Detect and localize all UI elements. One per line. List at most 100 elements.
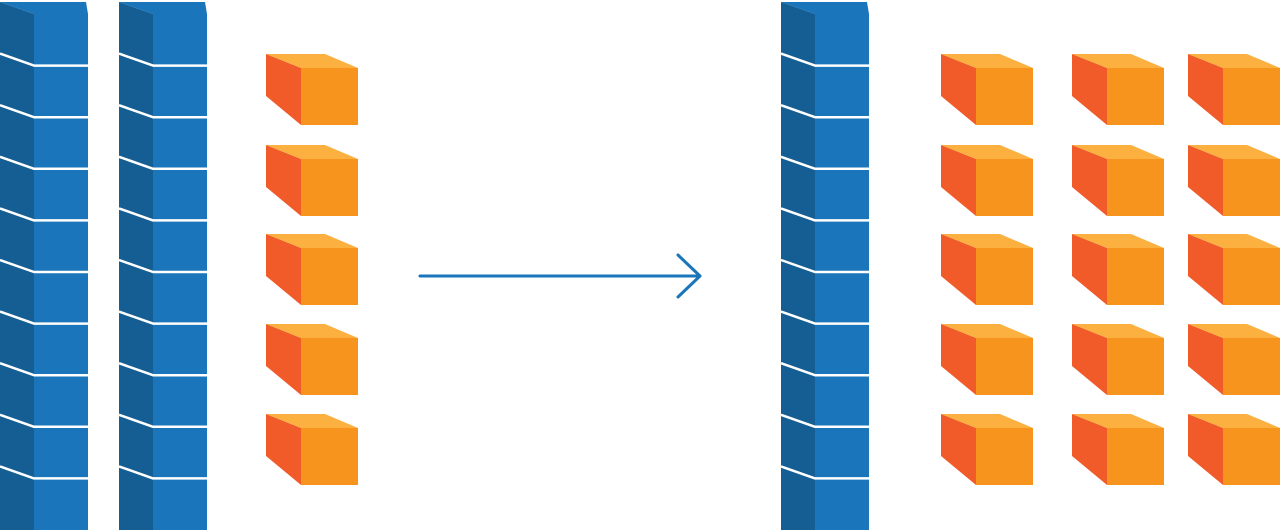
unit-cube-side-face bbox=[1188, 145, 1223, 216]
unit-cube bbox=[941, 234, 1033, 305]
ten-rod-unit-separator bbox=[780, 310, 869, 325]
unit-cube-front-face bbox=[976, 68, 1033, 125]
unit-cube bbox=[941, 145, 1033, 216]
ten-rod-unit-separator bbox=[780, 52, 869, 67]
ten-rod-unit-separator bbox=[780, 207, 869, 222]
unit-cube-top-face bbox=[266, 234, 358, 248]
unit-cube bbox=[941, 324, 1033, 395]
ten-rod-unit-separator bbox=[0, 310, 88, 325]
unit-cube bbox=[1188, 234, 1280, 305]
unit-cube-front-face bbox=[976, 338, 1033, 395]
ten-rod-top-face bbox=[781, 2, 869, 14]
unit-cube-front-face bbox=[1223, 159, 1280, 216]
unit-cube bbox=[1072, 54, 1164, 125]
unit-cube-top-face bbox=[1188, 145, 1280, 159]
unit-cube-top-face bbox=[1072, 234, 1164, 248]
unit-cube-top-face bbox=[941, 145, 1033, 159]
unit-cube-side-face bbox=[941, 234, 976, 305]
unit-cube bbox=[941, 54, 1033, 125]
unit-cube-front-face bbox=[1107, 248, 1164, 305]
ten-rod-unit-separator bbox=[118, 465, 207, 480]
unit-cube bbox=[1188, 145, 1280, 216]
unit-cube-side-face bbox=[1072, 54, 1107, 125]
unit-cube-side-face bbox=[1072, 234, 1107, 305]
after-group bbox=[780, 2, 1280, 530]
unit-cube-top-face bbox=[941, 324, 1033, 338]
unit-cube bbox=[1072, 324, 1164, 395]
ten-rod-top-face bbox=[0, 2, 88, 14]
ten-rod-unit-separator bbox=[0, 413, 88, 429]
unit-cube-front-face bbox=[1223, 68, 1280, 125]
unit-cube-side-face bbox=[1072, 414, 1107, 485]
unit-cube-top-face bbox=[1188, 324, 1280, 338]
unit-cube-front-face bbox=[976, 248, 1033, 305]
ten-rod-unit-separator bbox=[0, 258, 88, 274]
unit-cube-top-face bbox=[941, 234, 1033, 248]
unit-cube-side-face bbox=[1188, 54, 1223, 125]
unit-cube-top-face bbox=[1072, 54, 1164, 68]
unit-cube-front-face bbox=[1107, 338, 1164, 395]
unit-cube-front-face bbox=[1223, 428, 1280, 485]
unit-cube bbox=[1188, 54, 1280, 125]
unit-cube-front-face bbox=[976, 159, 1033, 216]
unit-cube-side-face bbox=[266, 54, 301, 125]
unit-cube bbox=[1072, 234, 1164, 305]
ten-rod-unit-separator bbox=[780, 465, 869, 480]
unit-cube-front-face bbox=[1223, 338, 1280, 395]
unit-cube-top-face bbox=[1072, 145, 1164, 159]
unit-cube-side-face bbox=[266, 324, 301, 395]
unit-cube-side-face bbox=[1188, 324, 1223, 395]
unit-cube bbox=[266, 414, 358, 485]
unit-cube-top-face bbox=[1188, 414, 1280, 428]
arrow-head bbox=[676, 253, 702, 299]
ten-rod-unit-separator bbox=[118, 258, 207, 274]
unit-cube-side-face bbox=[1072, 145, 1107, 216]
unit-cube-front-face bbox=[301, 338, 358, 395]
unit-cube-top-face bbox=[266, 414, 358, 428]
unit-cube-front-face bbox=[1107, 428, 1164, 485]
unit-cube bbox=[941, 414, 1033, 485]
unit-cube-top-face bbox=[1188, 54, 1280, 68]
unit-cube-top-face bbox=[1188, 234, 1280, 248]
unit-cube-top-face bbox=[1072, 324, 1164, 338]
unit-cube-front-face bbox=[1107, 159, 1164, 216]
ten-rod bbox=[0, 2, 88, 530]
right-arrow-icon bbox=[418, 253, 702, 299]
unit-cube-side-face bbox=[1188, 234, 1223, 305]
unit-cube-top-face bbox=[1072, 414, 1164, 428]
ten-rod-unit-separator bbox=[118, 413, 207, 429]
ten-rod-unit-separator bbox=[0, 155, 88, 171]
unit-cube-side-face bbox=[266, 414, 301, 485]
unit-cube bbox=[266, 234, 358, 305]
unit-cube-side-face bbox=[266, 234, 301, 305]
ten-rod-unit-separator bbox=[0, 362, 88, 377]
ten-rod-top-face bbox=[119, 2, 207, 14]
ten-rod-unit-separator bbox=[0, 207, 88, 222]
unit-cube-side-face bbox=[1072, 324, 1107, 395]
unit-cube bbox=[266, 324, 358, 395]
ten-rod-unit-separator bbox=[780, 413, 869, 429]
ten-rod-unit-separator bbox=[780, 362, 869, 377]
ten-rod-unit-separator bbox=[118, 155, 207, 171]
unit-cube bbox=[266, 145, 358, 216]
unit-cube bbox=[1072, 145, 1164, 216]
unit-cube-front-face bbox=[301, 159, 358, 216]
unit-cube-side-face bbox=[941, 324, 976, 395]
ten-rod-unit-separator bbox=[780, 104, 869, 119]
unit-cube-top-face bbox=[941, 54, 1033, 68]
unit-cube-top-face bbox=[266, 54, 358, 68]
unit-cube-side-face bbox=[941, 145, 976, 216]
ten-rod-unit-separator bbox=[780, 155, 869, 171]
unit-cube-top-face bbox=[266, 145, 358, 159]
ten-rod-unit-separator bbox=[0, 465, 88, 480]
ten-rod-unit-separator bbox=[780, 258, 869, 274]
unit-cube bbox=[266, 54, 358, 125]
unit-cube-side-face bbox=[941, 54, 976, 125]
unit-cube-side-face bbox=[266, 145, 301, 216]
unit-cube-front-face bbox=[301, 248, 358, 305]
ten-rod-unit-separator bbox=[118, 310, 207, 325]
ten-rod bbox=[118, 2, 207, 530]
ten-rod-unit-separator bbox=[118, 207, 207, 222]
unit-cube-front-face bbox=[976, 428, 1033, 485]
